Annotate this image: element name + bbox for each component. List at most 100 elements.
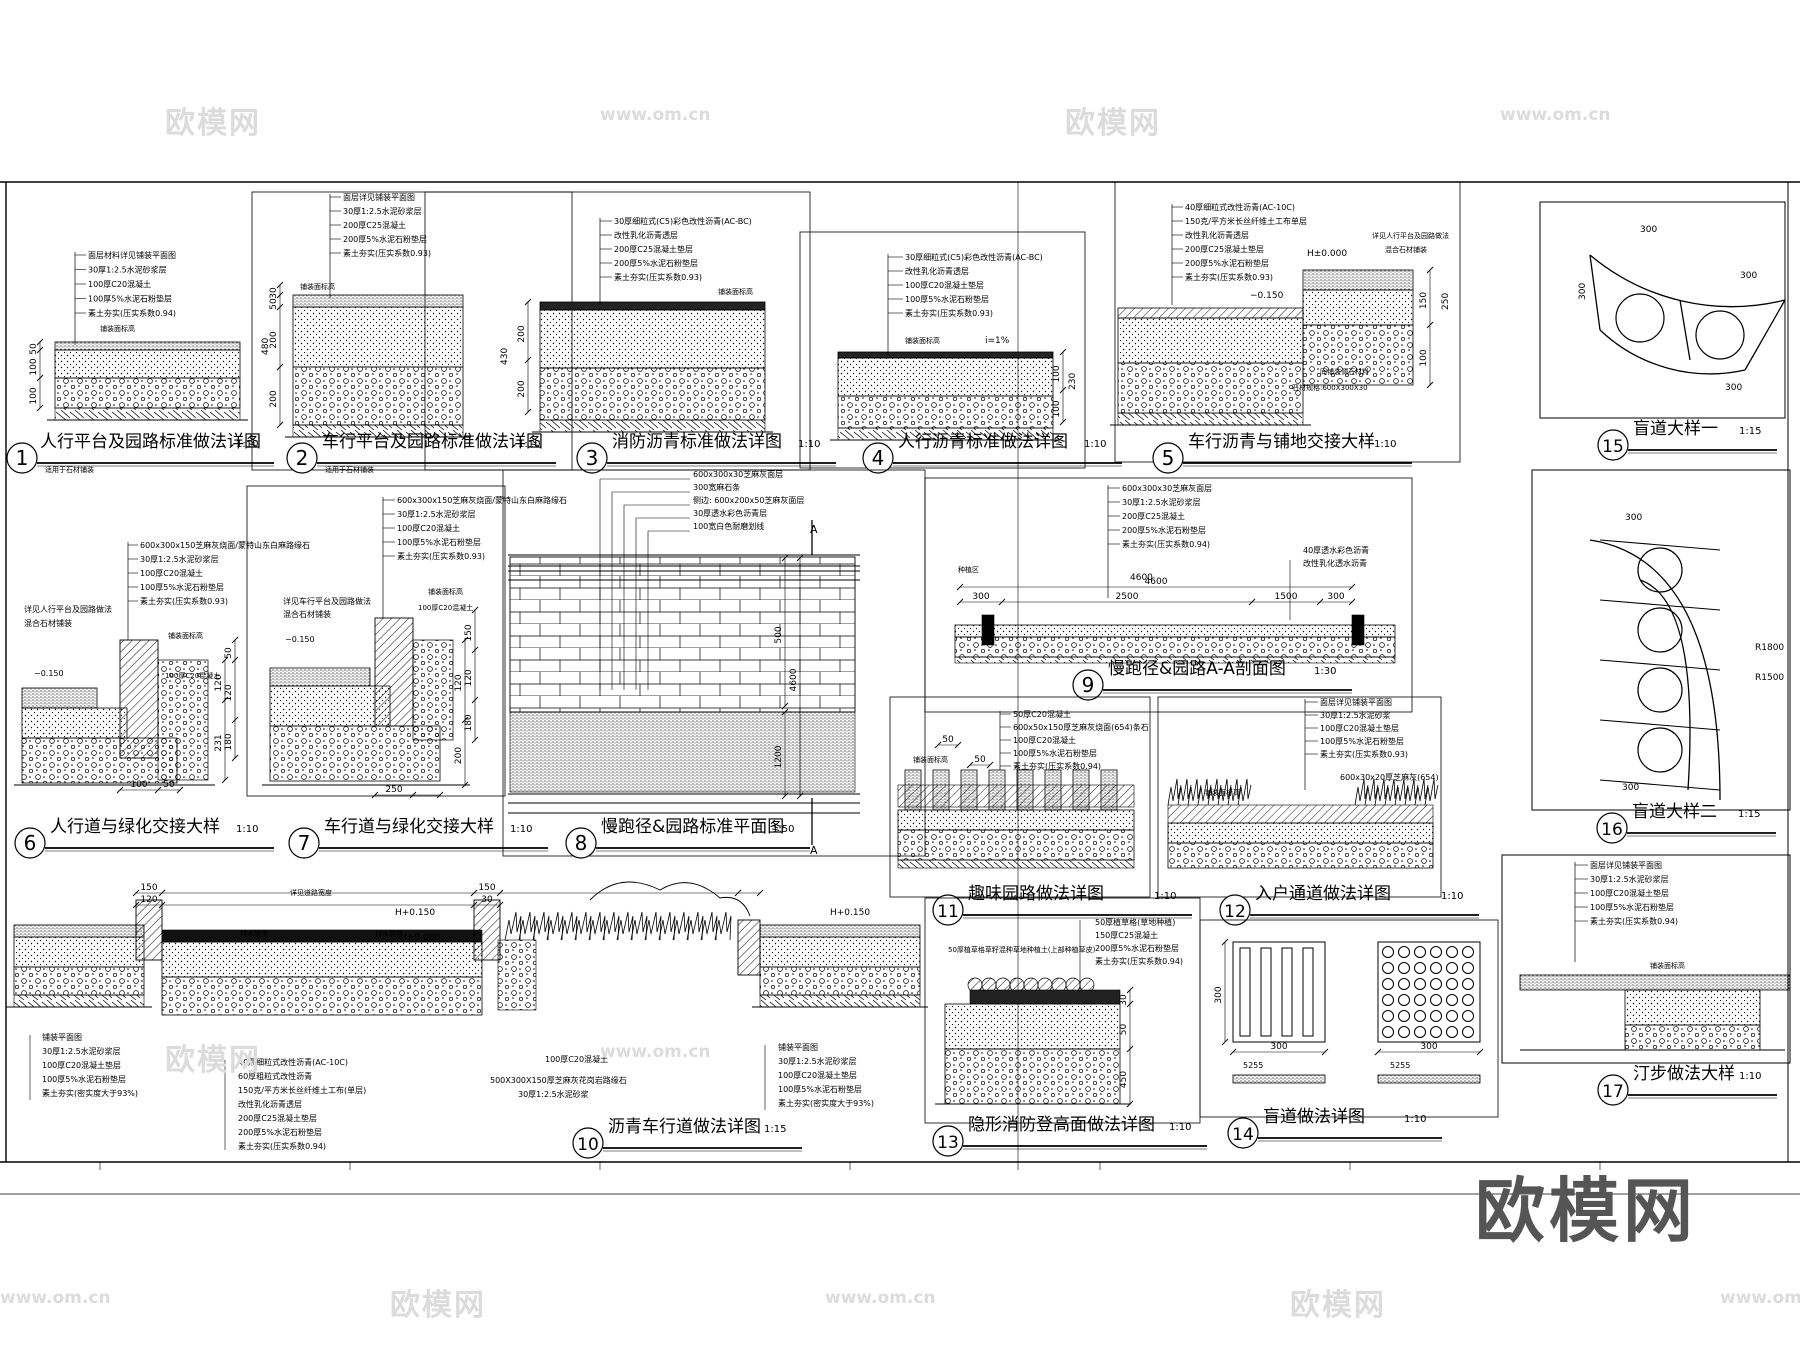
- layer-callout: 100厚5%水泥石粉垫层: [1320, 736, 1404, 746]
- tactile-dot: [1382, 962, 1394, 974]
- layer-callout: 200厚5%水泥石粉垫层: [1095, 943, 1179, 953]
- detail-number-circle: [1227, 1117, 1259, 1149]
- dimension-text: R1500: [1755, 673, 1784, 683]
- layer-callout: 40厚细粒式改性沥青(AC-10C): [1185, 202, 1295, 212]
- dimension-tick: [116, 786, 124, 794]
- layer-callout: 200厚C25混凝土: [343, 220, 406, 230]
- tactile-dot: [1398, 962, 1410, 974]
- tactile-dot: [1414, 962, 1426, 974]
- dimension-text: R1800: [1755, 643, 1784, 653]
- layer-callout: 30厚1:2.5水泥砂浆层: [88, 265, 167, 275]
- dimension-tick: [471, 606, 479, 614]
- tactile-dot: [1398, 994, 1410, 1006]
- layer-callout: 素土夯实(压实系数0.94): [1590, 916, 1678, 926]
- dimension-text: 50: [224, 647, 234, 659]
- detail-note: 适用于石材铺装: [45, 465, 94, 474]
- dimension-text: 500: [774, 626, 784, 643]
- dimension-tick: [954, 741, 962, 749]
- layer-callout: 100厚5%水泥石粉垫层: [778, 1084, 862, 1094]
- detail-frame: [1531, 469, 1791, 811]
- dimension-text: 200: [517, 380, 527, 397]
- detail-frame: [1501, 854, 1791, 1064]
- dimension-tick: [276, 291, 284, 299]
- grass-symbol: [588, 911, 606, 941]
- tactile-circle: [1637, 547, 1683, 593]
- layer-callout: 30厚1:2.5水泥砂浆层: [1122, 497, 1201, 507]
- detail-number: 15: [1602, 437, 1624, 457]
- dimension-tick: [1126, 986, 1134, 994]
- detail-frame: [1199, 919, 1499, 1118]
- detail-number: 7: [298, 831, 311, 855]
- dimension-text: 1500: [1275, 592, 1298, 602]
- dimension-text: 200: [269, 331, 279, 348]
- tactile-circle: [1695, 310, 1745, 360]
- elevation-text: H±0.000: [1307, 249, 1347, 259]
- layer-callout: 100宽白色耐磨划线: [693, 521, 764, 531]
- dimension-text: 30: [1119, 994, 1129, 1006]
- section-layer: [1117, 307, 1304, 319]
- detail-title: 车行平台及园路标准做法详图: [322, 432, 543, 452]
- layer-callout: 200厚5%水泥石粉垫层: [343, 234, 427, 244]
- section-layer: [54, 341, 241, 351]
- layer-callout: 100厚5%水泥石粉垫层: [905, 294, 989, 304]
- detail-scale: 1:10: [1404, 1114, 1426, 1125]
- dimension-text: 300: [1640, 225, 1657, 235]
- planting-base: [497, 939, 537, 1011]
- section-layer: [292, 294, 464, 308]
- watermark-logo: 欧模网: [165, 1043, 261, 1078]
- detail-number: 5: [1162, 446, 1175, 470]
- layer-callout: 200厚C25混凝土: [1122, 511, 1185, 521]
- watermark-logo: 欧模网: [390, 1288, 486, 1323]
- detail-number-circle: [576, 442, 608, 474]
- elevation-text: −0.150: [285, 635, 315, 644]
- layer-callout: 100厚5%水泥石粉垫层: [140, 582, 224, 592]
- detail-10: 铺装平面图30厚1:2.5水泥砂浆层100厚C20混凝土垫层100厚5%水泥石粉…: [6, 881, 928, 1159]
- dimension-tick: [221, 696, 229, 704]
- layer-callout: 600x30x20厚芝麻灰(654): [1340, 772, 1439, 782]
- concrete-layer: [1167, 822, 1434, 844]
- stone-block: [904, 769, 922, 811]
- detail-number-circle: [1219, 894, 1251, 926]
- dimension-text: 180: [224, 733, 234, 750]
- dimension-tick: [1426, 266, 1434, 274]
- label-text: 混合石材铺装: [283, 609, 331, 619]
- detail-scale: 1:50: [772, 824, 794, 835]
- layer-callout: 100厚C20混凝土垫层: [42, 1060, 121, 1070]
- dimension-tick: [956, 583, 964, 591]
- detail-number-circle: [288, 827, 320, 859]
- grass-symbol: [1394, 778, 1409, 806]
- compacted-soil: [1117, 412, 1304, 426]
- dimension-text: 120: [224, 684, 234, 701]
- dimension-text: 100: [1419, 349, 1429, 366]
- stepping-stone-base: [1624, 989, 1761, 1026]
- elevation-tag: 铺装面标高: [905, 336, 940, 345]
- base-layer: [1624, 1024, 1761, 1051]
- layer-callout: 200厚C25混凝土垫层: [238, 1113, 317, 1123]
- detail-2: 面层详见铺装平面图30厚1:2.5水泥砂浆层200厚C25混凝土200厚5%水泥…: [251, 191, 573, 474]
- detail-frame: [1157, 696, 1442, 898]
- dimension-tick: [1126, 1045, 1134, 1053]
- section-layer: [54, 349, 241, 379]
- tile-edge: [1599, 539, 1721, 551]
- base-layer: [954, 636, 1396, 658]
- detail-number: 12: [1224, 902, 1246, 922]
- dimension-text: 200: [517, 325, 527, 342]
- section-layer: [759, 966, 921, 996]
- dimension-text: 231: [214, 734, 224, 751]
- layer-callout: 素土夯实(压实系数0.93): [397, 551, 485, 561]
- layer-callout: 100厚C20混凝土垫层: [905, 280, 984, 290]
- watermark-logo: 欧模网: [165, 106, 261, 141]
- detail-scale: 1:15: [1738, 809, 1760, 820]
- dimension-text: 50: [269, 298, 279, 310]
- dimension-tick: [1348, 583, 1356, 591]
- section-layer: [539, 309, 766, 369]
- detail-number-circle: [1597, 1074, 1629, 1106]
- dimension-tick: [1126, 1100, 1134, 1108]
- watermark-url: www.om.cn: [0, 1288, 111, 1308]
- detail-scale: 1:10: [1739, 1071, 1761, 1082]
- section-layer: [759, 936, 921, 968]
- compacted-soil: [897, 859, 1135, 869]
- label-text: 详见道路宽度: [290, 888, 332, 897]
- layer-callout: 素土夯实(压实系数0.93): [140, 596, 228, 606]
- tactile-dot: [1462, 994, 1474, 1006]
